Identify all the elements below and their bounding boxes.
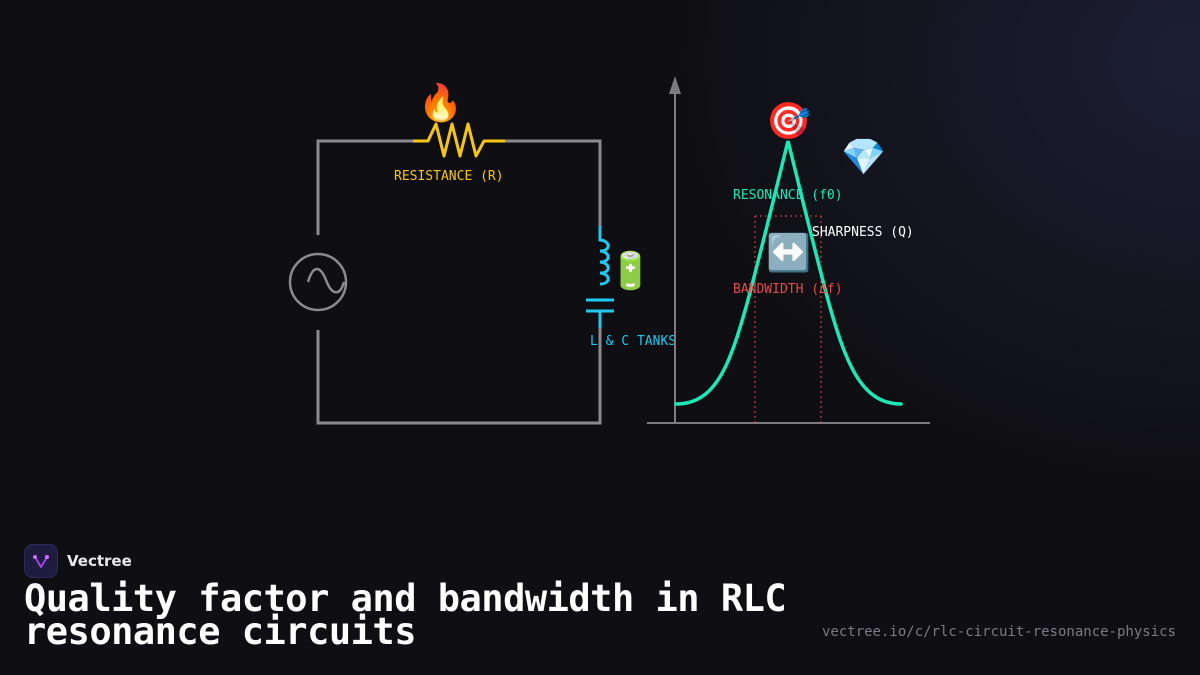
target-icon: 🎯: [766, 101, 811, 142]
page-title: Quality factor and bandwidth in RLC reso…: [24, 577, 787, 653]
inductor-icon: [598, 226, 610, 286]
gem-icon: 💎: [841, 137, 886, 178]
battery-icon: 🔋: [608, 250, 653, 292]
capacitor-icon: [586, 298, 614, 328]
bandwidth-markers: [754, 215, 822, 423]
graph-axes: [647, 76, 930, 424]
ac-source-icon: [288, 252, 348, 312]
brand: Vectree: [24, 544, 132, 578]
wire-top-right: [505, 139, 602, 228]
sharpness-label: SHARPNESS (Q): [812, 225, 914, 240]
vectree-logo-icon: [24, 544, 58, 578]
resonance-curve: [674, 140, 903, 406]
brand-name: Vectree: [67, 552, 132, 570]
fire-icon: 🔥: [418, 82, 463, 124]
wire-left-top: [316, 139, 413, 235]
left-right-arrow-icon: ↔️: [766, 232, 811, 274]
resistance-label: RESISTANCE (R): [394, 169, 504, 184]
resonance-label: RESONANCE (f0): [733, 188, 843, 203]
wire-right-bottom: [316, 325, 602, 425]
bandwidth-label: BANDWIDTH (Δf): [733, 282, 843, 297]
resistor-icon: [413, 122, 505, 158]
page-url-link[interactable]: vectree.io/c/rlc-circuit-resonance-physi…: [821, 624, 1176, 640]
tanks-label: L & C TANKS: [590, 334, 676, 349]
circuit-wires: [316, 139, 602, 425]
